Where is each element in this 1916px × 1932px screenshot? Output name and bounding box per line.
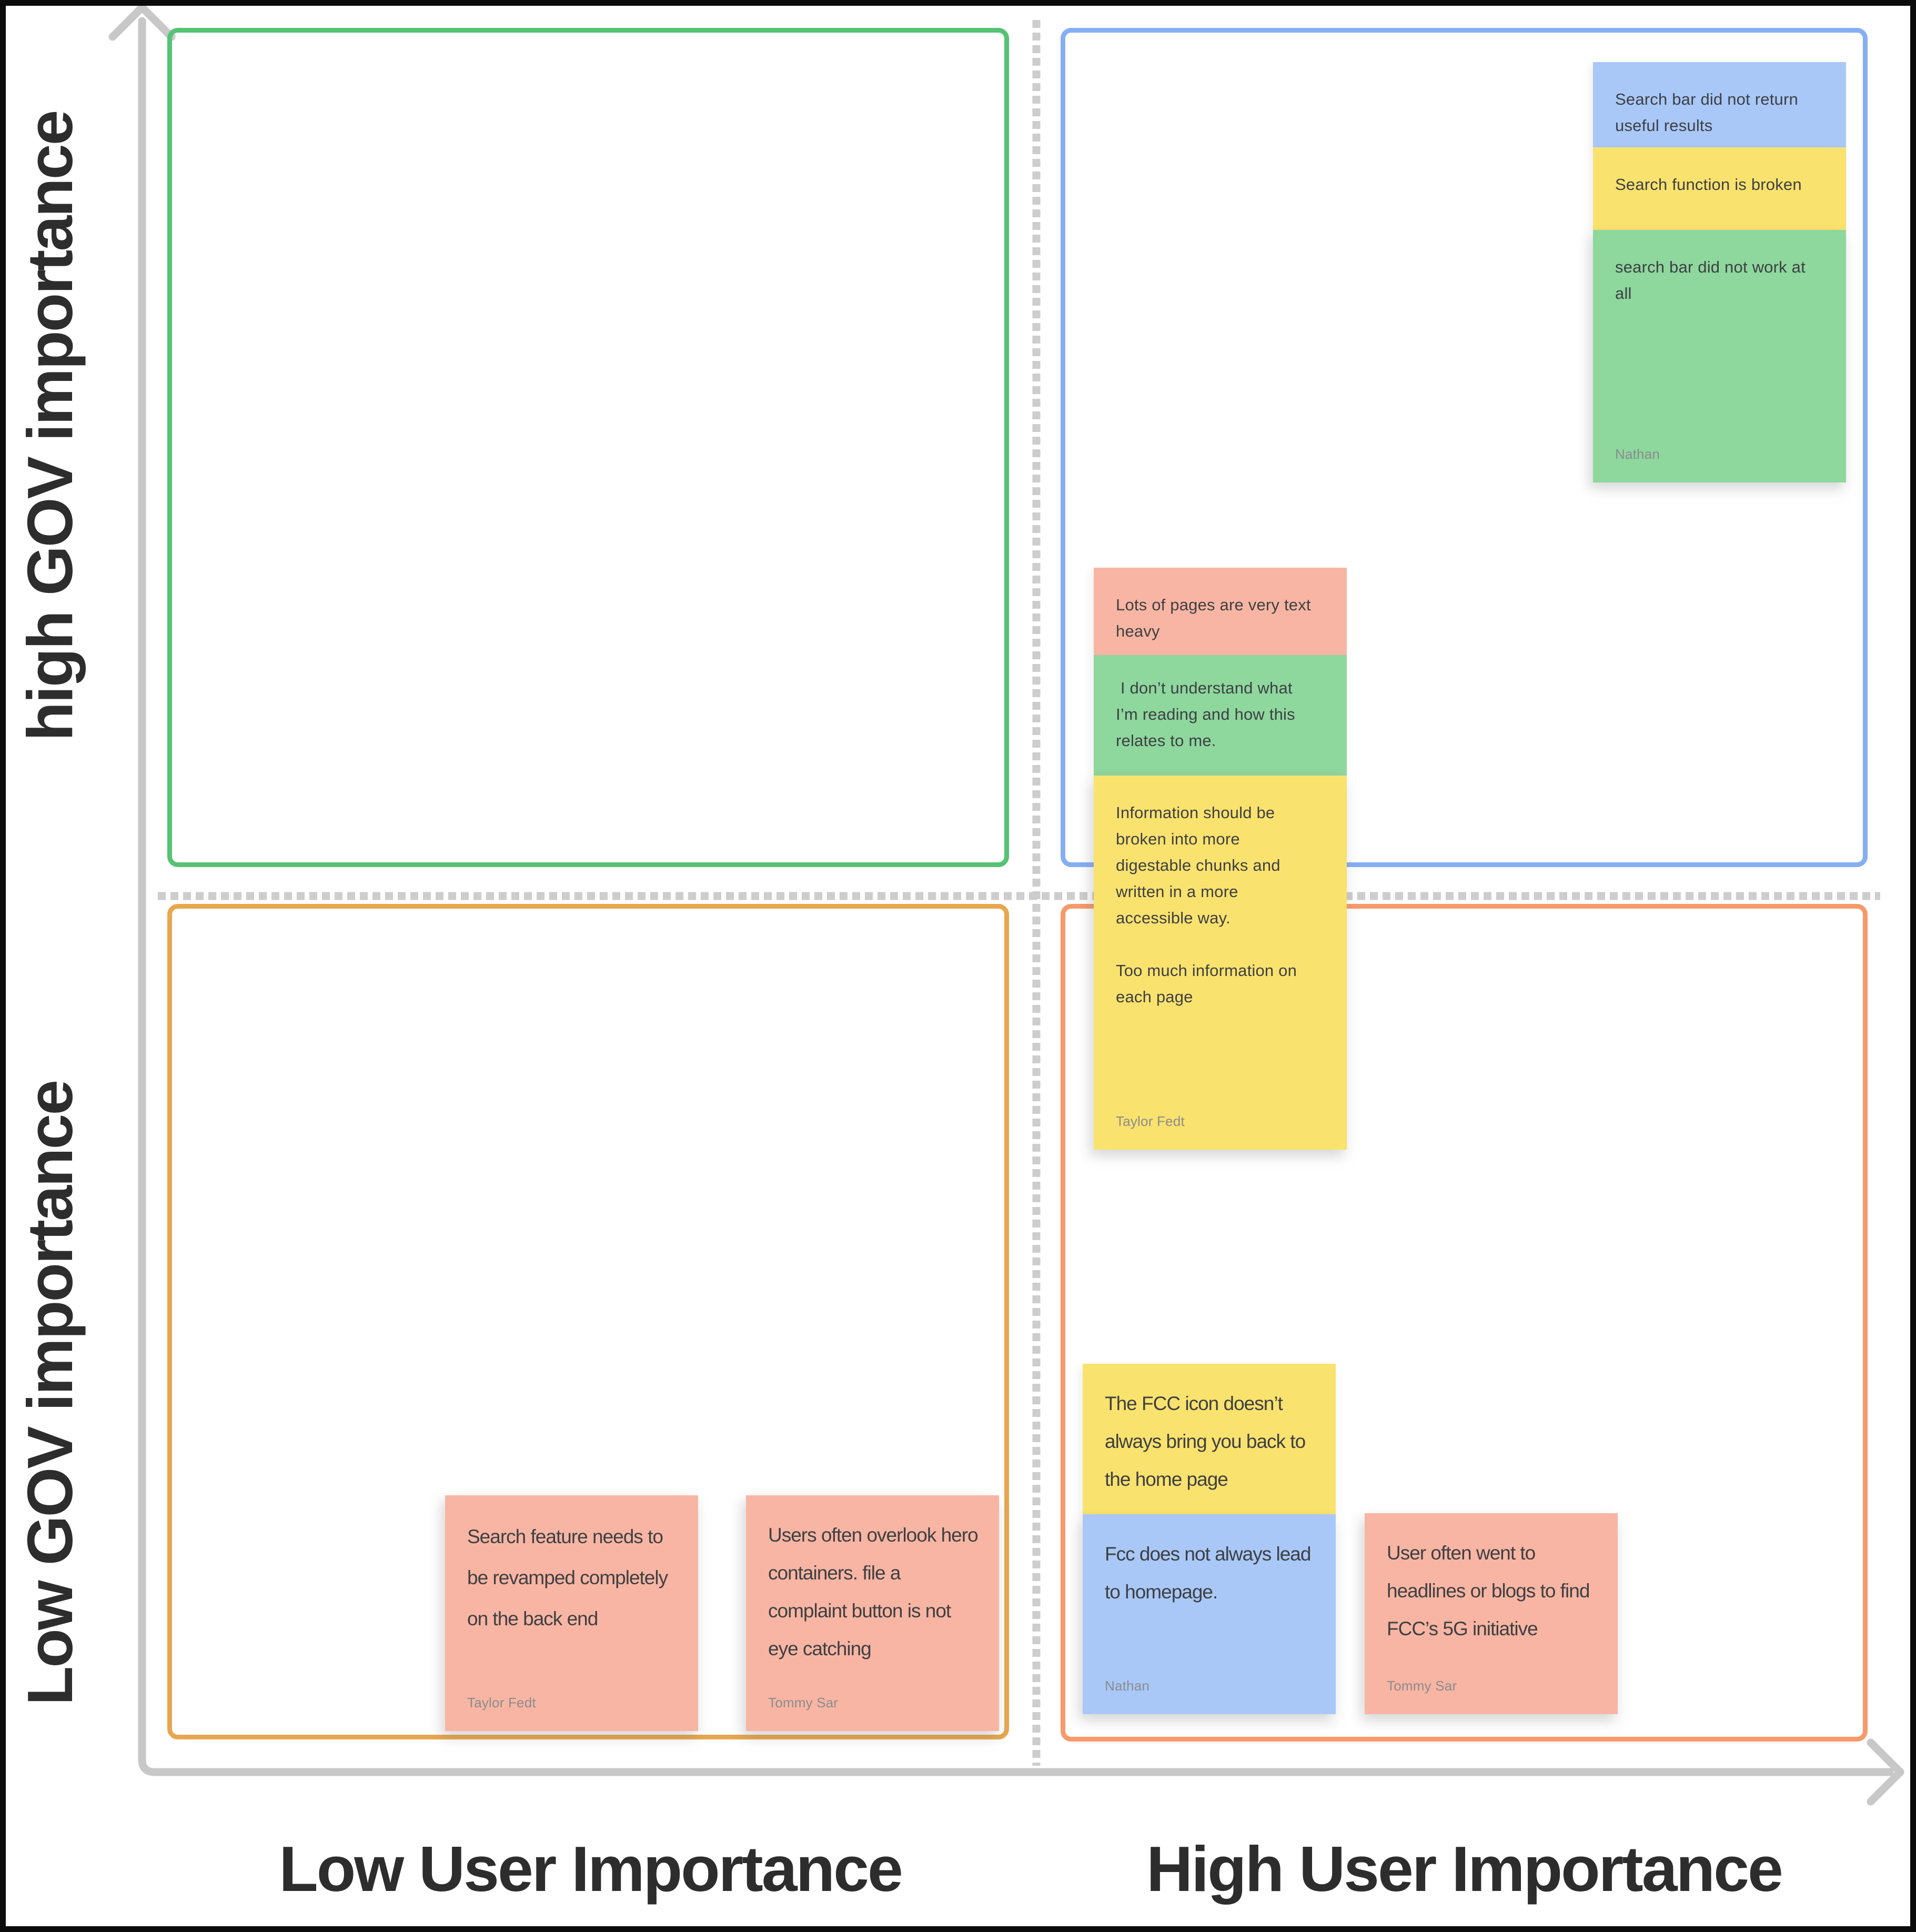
note-text: search bar did not work at all (1615, 258, 1806, 303)
note-text: Users often overlook hero containers. fi… (768, 1524, 979, 1659)
note-author: Nathan (1105, 1678, 1150, 1694)
sticky-note[interactable]: Lots of pages are very text heavy (1094, 568, 1347, 655)
sticky-note[interactable]: Search bar did not return useful results (1593, 62, 1846, 147)
note-text: I don’t understand what I’m reading and … (1116, 679, 1295, 750)
quadrant-box-bottom-left[interactable] (167, 904, 1009, 1739)
note-text: Search function is broken (1615, 175, 1802, 194)
quadrant-box-top-right[interactable] (1061, 28, 1868, 867)
note-author: Taylor Fedt (1116, 1113, 1185, 1129)
sticky-note[interactable]: Search feature needs to be revamped comp… (445, 1495, 698, 1731)
x-axis-arrow-icon (1867, 1738, 1904, 1806)
sticky-note[interactable]: Fcc does not always lead to homepage. Na… (1083, 1514, 1336, 1714)
axis-line (138, 17, 1894, 1776)
y-axis-label-top: high GOV importance (14, 111, 86, 741)
sticky-note[interactable]: Information should be broken into more d… (1094, 776, 1347, 1150)
sticky-note[interactable]: Search function is broken (1593, 147, 1846, 230)
quadrant-box-top-left[interactable] (167, 28, 1009, 867)
sticky-note[interactable]: search bar did not work at all Nathan (1593, 230, 1846, 482)
note-cluster-content: Lots of pages are very text heavy I don’… (1094, 568, 1347, 1150)
note-text: The FCC icon doesn’t always bring you ba… (1105, 1393, 1306, 1490)
note-cluster-fcc-icon: The FCC icon doesn’t always bring you ba… (1083, 1364, 1336, 1714)
sticky-note[interactable]: Users often overlook hero containers. fi… (746, 1495, 999, 1731)
note-text: Search feature needs to be revamped comp… (467, 1526, 668, 1629)
note-author: Taylor Fedt (467, 1695, 536, 1710)
y-axis-arrow-icon (108, 3, 176, 41)
sticky-note[interactable]: User often went to headlines or blogs to… (1365, 1513, 1618, 1714)
note-text: User often went to headlines or blogs to… (1387, 1542, 1590, 1639)
note-text: Fcc does not always lead to homepage. (1105, 1543, 1311, 1603)
sticky-note[interactable]: I don’t understand what I’m reading and … (1094, 655, 1347, 776)
note-text: Lots of pages are very text heavy (1116, 596, 1311, 640)
sticky-note[interactable]: The FCC icon doesn’t always bring you ba… (1083, 1364, 1336, 1514)
note-text: Search bar did not return useful results (1615, 90, 1798, 135)
note-author: Tommy Sar (1387, 1678, 1457, 1694)
y-axis-label-bottom: Low GOV importance (14, 1081, 86, 1706)
note-author: Nathan (1615, 446, 1660, 462)
x-axis-label-right: High User Importance (1146, 1833, 1783, 1905)
quadrant-box-bottom-right[interactable] (1061, 904, 1868, 1742)
note-cluster-search: Search bar did not return useful results… (1593, 62, 1846, 482)
note-author: Tommy Sar (768, 1695, 839, 1710)
note-text: Information should be broken into more d… (1116, 803, 1297, 1006)
x-axis-label-left: Low User Importance (279, 1833, 903, 1905)
